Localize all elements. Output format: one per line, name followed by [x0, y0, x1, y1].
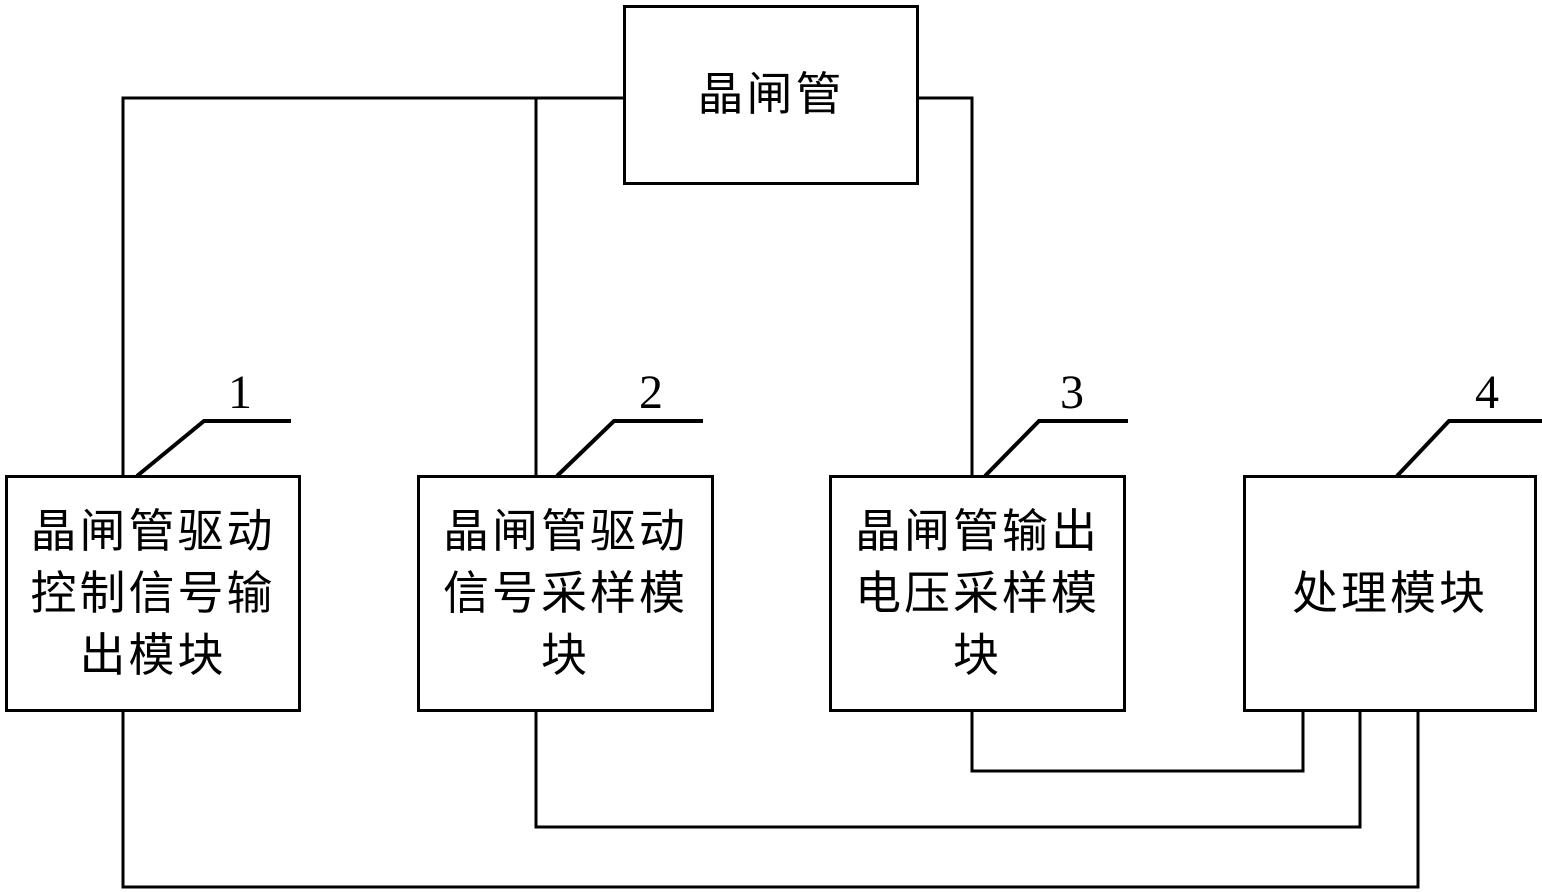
wire-thyristor-to-module1: [121, 96, 624, 475]
thyristor-box-label: 晶闸管: [697, 69, 845, 120]
wire-module2-to-module4: [534, 711, 1362, 829]
module-box-4-label: 处理模块: [1292, 567, 1488, 619]
module-box-4-processing: 处理模块: [1243, 475, 1537, 712]
ref-number-1: 1: [228, 366, 252, 419]
wire-module1-to-module4: [121, 711, 1420, 889]
ref-number-2: 2: [639, 366, 663, 419]
leader-line-2: [555, 419, 703, 478]
leader-line-3: [983, 419, 1128, 478]
module-box-2-label: 晶闸管驱动 信号采样模 块: [443, 505, 688, 681]
module-box-1-drive-control-signal-output: 晶闸管驱动 控制信号输 出模块: [5, 475, 301, 712]
leader-line-1: [135, 419, 291, 478]
module-box-3-output-voltage-sampling: 晶闸管输出 电压采样模 块: [829, 475, 1126, 712]
wire-module3-to-module4: [970, 711, 1305, 773]
module-box-1-label: 晶闸管驱动 控制信号输 出模块: [30, 505, 276, 681]
module-box-2-drive-signal-sampling: 晶闸管驱动 信号采样模 块: [417, 475, 714, 712]
module-box-3-label: 晶闸管输出 电压采样模 块: [855, 505, 1100, 681]
ref-number-3: 3: [1060, 366, 1084, 419]
wire-thyristor-to-module3: [917, 96, 974, 475]
ref-number-4: 4: [1475, 366, 1499, 419]
thyristor-box: 晶闸管: [623, 5, 919, 185]
leader-line-4: [1395, 419, 1542, 478]
